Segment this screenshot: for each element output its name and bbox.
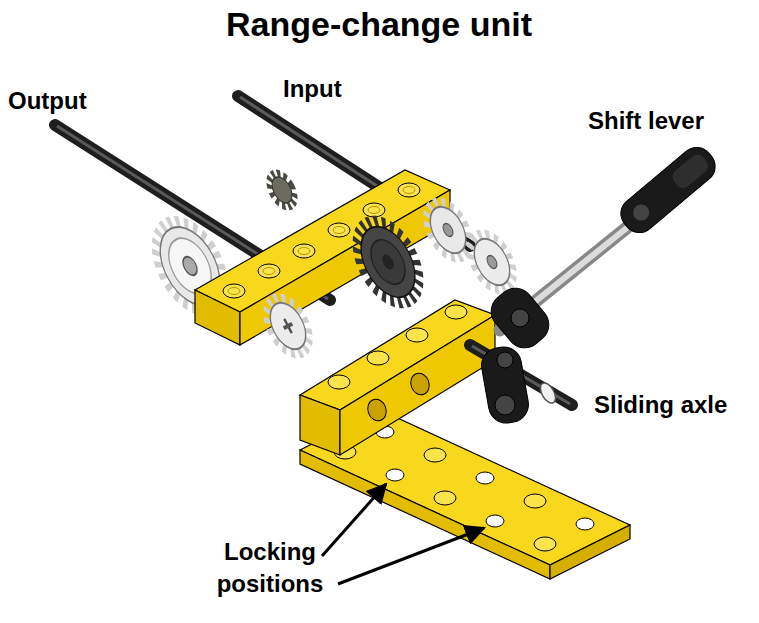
connector	[479, 281, 556, 426]
beam-part-part	[365, 397, 389, 424]
beam-part-part	[228, 288, 240, 295]
leader-arrow-part	[322, 484, 386, 556]
beam-part-part	[408, 371, 432, 398]
leader-arrow-part	[338, 528, 484, 584]
beam-part	[300, 395, 340, 455]
gear-part	[344, 211, 432, 313]
beam-part	[340, 315, 495, 455]
part-label: Sliding axle	[594, 390, 727, 420]
beam	[195, 170, 450, 345]
gear	[258, 291, 318, 361]
beam-part-part	[398, 183, 420, 197]
leader-arrow	[322, 484, 484, 584]
gear-part	[264, 169, 300, 211]
beam-part-part	[258, 264, 280, 278]
shift-lever-part	[630, 201, 653, 224]
plate-part-part	[534, 537, 556, 551]
connector-part	[511, 309, 529, 327]
gear-part	[263, 297, 313, 355]
beam-part-part	[293, 244, 315, 258]
gear-part	[268, 174, 296, 207]
gear-part	[441, 222, 455, 238]
part-label: Output	[8, 86, 87, 116]
beam-part-part	[367, 351, 389, 365]
gear-part	[258, 291, 318, 361]
gear	[264, 169, 300, 211]
beam	[300, 300, 495, 455]
gear-part	[280, 317, 296, 336]
beam-part-part	[445, 305, 467, 319]
gear-part	[380, 253, 396, 272]
plate-part-part	[576, 518, 594, 530]
plate-part-part	[424, 448, 446, 462]
part-label: Shift lever	[588, 106, 704, 136]
beam-part-part	[333, 227, 345, 234]
beam-part	[365, 371, 432, 424]
plate-part-part	[434, 491, 456, 505]
shift-lever	[614, 141, 721, 239]
plate-part-part	[386, 469, 404, 481]
part-label: Input	[283, 74, 342, 104]
gear	[344, 211, 432, 313]
beam-part-part	[223, 284, 245, 298]
shift-lever-part	[669, 151, 711, 191]
gear-part	[364, 234, 412, 290]
connector-part	[495, 395, 515, 415]
plate-part-part	[524, 494, 546, 508]
beam-part-part	[406, 328, 428, 342]
gear-part	[485, 254, 499, 270]
gear	[462, 227, 522, 297]
gear-part	[350, 218, 426, 307]
beam-part-part	[363, 203, 385, 217]
beam-part-part	[328, 375, 350, 389]
plate-part-part	[476, 472, 494, 484]
title: Range-change unit	[226, 3, 532, 46]
beam-part-part	[328, 223, 350, 237]
beam-part-part	[368, 207, 380, 214]
gear-part	[462, 227, 522, 297]
plate-part	[334, 445, 556, 551]
sliding-axle-part	[537, 380, 558, 405]
connector-part	[479, 344, 532, 426]
gear-part	[180, 254, 200, 277]
connector-part	[484, 281, 556, 355]
plate-part-part	[486, 515, 504, 527]
gear-part	[423, 201, 473, 259]
beam-part	[228, 187, 415, 295]
beam-part-part	[298, 248, 310, 255]
plate-part	[550, 525, 630, 579]
part-label: Locking positions	[195, 536, 345, 600]
gear-part	[467, 233, 517, 291]
beam-part-part	[263, 268, 275, 275]
plate-part	[376, 426, 594, 530]
beam-part	[328, 305, 467, 389]
shift-lever-part	[614, 141, 721, 239]
plate-part	[300, 450, 550, 579]
connector-part	[497, 352, 513, 368]
beam-part-part	[403, 187, 415, 194]
